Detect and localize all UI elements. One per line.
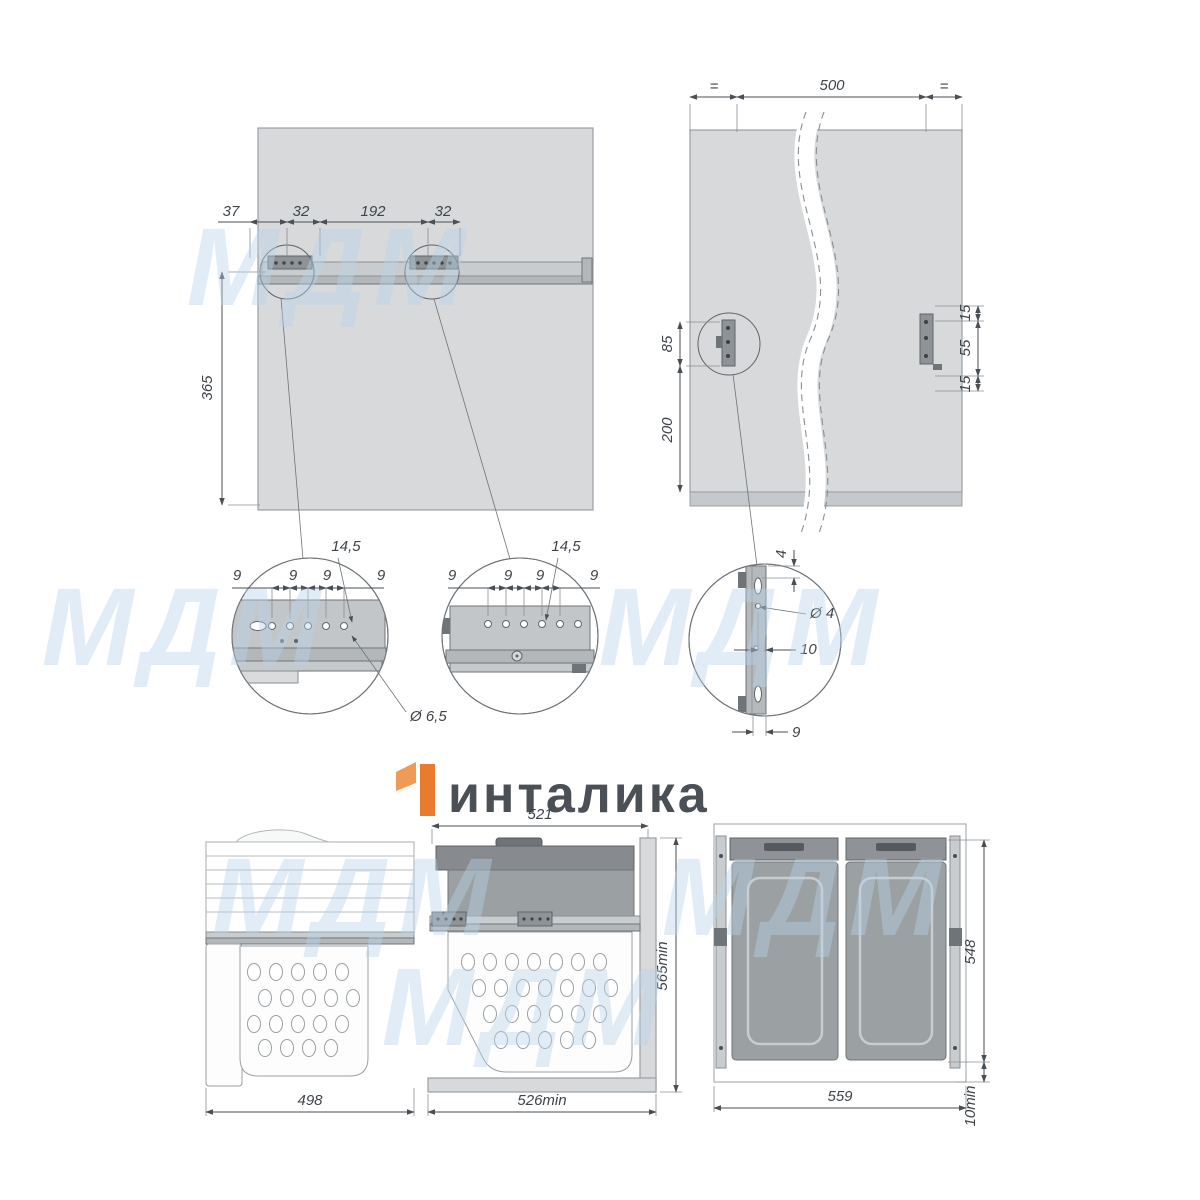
- height-dimension: 548: [948, 839, 990, 1063]
- dim-192: 192: [360, 203, 386, 220]
- rail-screw-holes: [274, 261, 452, 265]
- dim-9: 9: [792, 724, 801, 741]
- unit-in-cabinet-view: 521 526min 565min: [427, 806, 682, 1116]
- detail-view-left: 9 9 9 9 14,5 Ø 6,5: [231, 538, 447, 725]
- logo: инталика: [396, 762, 710, 824]
- watermark-text: МДМ: [187, 206, 474, 329]
- dim-365: 365: [199, 375, 216, 401]
- unit-front-view: 559 548 10min: [713, 823, 990, 1127]
- leader-to-detail-left: [280, 297, 304, 560]
- vertical-rails: [714, 835, 962, 1069]
- slide-rail-assembly: [429, 911, 641, 932]
- break-line-right: [815, 111, 840, 537]
- dim-9-4: 9: [590, 567, 599, 584]
- depth-dimension: 498: [205, 1088, 415, 1116]
- dim-9-4: 9: [377, 567, 386, 584]
- callout-circle-plate: [697, 312, 761, 376]
- dim-eq-right: =: [940, 78, 949, 95]
- dim-4: 4: [773, 550, 790, 558]
- dim-526min: 526min: [517, 1092, 566, 1109]
- drawer-slide-rail: [257, 255, 593, 285]
- dim-85: 85: [659, 335, 676, 352]
- dim-10min: 10min: [962, 1086, 979, 1127]
- dim-9-3: 9: [323, 567, 332, 584]
- perforated-basket: [239, 945, 369, 1077]
- top-length-dimension: 521: [431, 806, 649, 844]
- width-dimension-chain: = 500 =: [689, 77, 963, 132]
- watermarks: МДМ МДМ МДМ МДМ МДМ МДМ: [42, 206, 949, 1069]
- dim-dia-6-5: Ø 6,5: [409, 708, 447, 725]
- dim-15-top: 15: [957, 304, 974, 321]
- height-dimension: 565min: [654, 837, 682, 1093]
- dim-37: 37: [223, 203, 240, 220]
- dim-14-5: 14,5: [551, 538, 581, 555]
- slide-rails: [205, 931, 415, 945]
- door-panel-view: = 500 = 85 200 15 55 15: [659, 77, 984, 567]
- dim-55: 55: [957, 339, 974, 356]
- side-panel-rail-view: 37 32 192 32 365: [199, 127, 594, 560]
- dim-9-3: 9: [536, 567, 545, 584]
- dim-559: 559: [827, 1088, 853, 1105]
- detail-view-middle: 9 9 9 9 14,5: [441, 538, 600, 715]
- dim-32a: 32: [293, 203, 310, 220]
- dim-9-1: 9: [233, 567, 242, 584]
- dim-9-2: 9: [289, 567, 298, 584]
- watermark-text: МДМ: [382, 946, 669, 1069]
- detail-middle-content: [442, 605, 595, 673]
- clearance-dimension: 10min: [956, 1061, 990, 1127]
- dim-15-bottom: 15: [957, 375, 974, 392]
- watermark-text: МДМ: [212, 836, 499, 959]
- mounting-plate-left: [716, 319, 736, 367]
- dim-498: 498: [297, 1092, 323, 1109]
- leader-to-detail-middle: [433, 298, 511, 560]
- callout-circle-right: [404, 244, 460, 300]
- dim-eq-left: =: [710, 78, 719, 95]
- cabinet-side-panel: [257, 127, 594, 511]
- detail-middle-dims: 9 9 9 9 14,5: [448, 538, 600, 621]
- wire-shelf: [205, 829, 415, 933]
- left-dimension-chain: 85 200: [659, 321, 720, 493]
- dim-32b: 32: [435, 203, 452, 220]
- width-dimension: 559: [713, 1086, 967, 1112]
- mounting-plate-right: [919, 313, 942, 370]
- right-dimension-chain: 15 55 15: [935, 304, 984, 392]
- bin-covers: [729, 837, 947, 861]
- dim-9-1: 9: [448, 567, 457, 584]
- dim-521: 521: [527, 806, 552, 823]
- dim-dia-4: Ø 4: [809, 605, 834, 622]
- logo-mark-flag: [396, 762, 416, 791]
- dim-500: 500: [819, 77, 845, 94]
- detail-right-dims: 4 Ø 4 10 9: [732, 550, 834, 741]
- leader-to-detail-right: [732, 373, 758, 567]
- dim-9-2: 9: [504, 567, 513, 584]
- cabinet-bottom: [427, 1077, 657, 1093]
- watermark-text: МДМ: [662, 836, 949, 959]
- watermark-text: МДМ: [599, 566, 886, 689]
- detail-left-content: [232, 599, 387, 684]
- break-line-left: [797, 111, 822, 537]
- dim-565min: 565min: [654, 941, 671, 990]
- dim-10: 10: [800, 641, 817, 658]
- bottom-length-dimension: 526min: [427, 1092, 657, 1116]
- laundry-bins: [731, 861, 947, 1061]
- logo-mark-pole: [420, 764, 435, 816]
- dim-200: 200: [659, 417, 676, 444]
- break-gap: [794, 108, 837, 540]
- detail-right-content: [738, 565, 767, 715]
- dim-548: 548: [962, 939, 979, 965]
- logo-text: инталика: [448, 766, 710, 824]
- unit-pulled-out-view: 498: [205, 829, 415, 1116]
- dim-14-5: 14,5: [331, 538, 361, 555]
- detail-left-dims: 9 9 9 9 14,5 Ø 6,5: [232, 538, 447, 725]
- front-panel: [205, 943, 243, 1087]
- top-dimension-chain: 37 32 192 32: [218, 203, 461, 258]
- detail-view-right: 4 Ø 4 10 9: [688, 550, 842, 741]
- watermark-text: МДМ: [42, 566, 329, 689]
- height-dimension: 365: [199, 271, 266, 506]
